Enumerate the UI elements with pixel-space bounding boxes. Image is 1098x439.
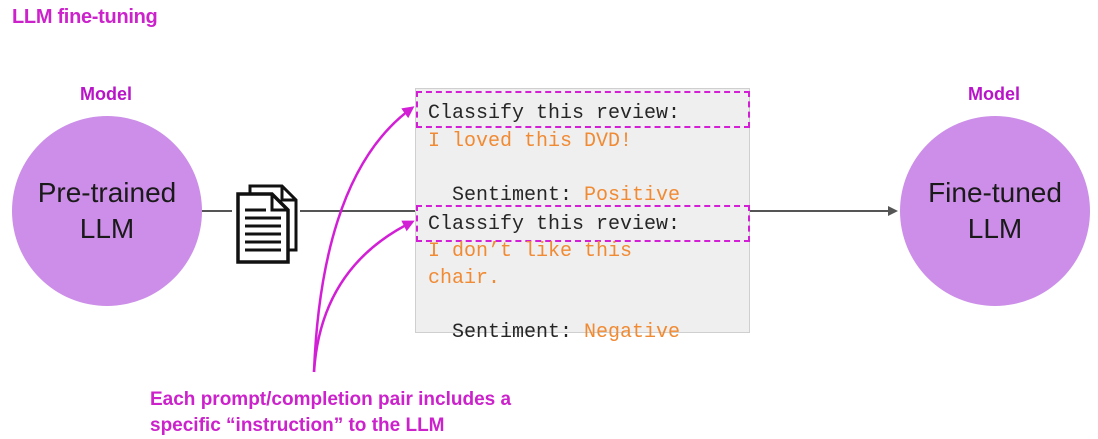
example-2-review-line-1: I don’t like this (428, 240, 633, 263)
example-1-review: I loved this DVD! (428, 130, 633, 153)
example-2-review-line-2: chair. (428, 267, 501, 290)
left-model-label: Model (80, 84, 132, 104)
finetuned-llm-circle: Fine-tuned LLM (900, 116, 1090, 306)
pretrained-llm-circle: Pre-trained LLM (12, 116, 202, 306)
pretrained-llm-label: Pre-trained LLM (37, 177, 177, 244)
instruction-highlight-2 (416, 205, 750, 242)
example-2-instruction: Classify this review: (428, 213, 681, 236)
example-2-sentiment-value: Negative (584, 321, 681, 344)
example-1-sentiment-prefix: Sentiment: (452, 184, 585, 207)
page-title: LLM fine-tuning (12, 6, 158, 28)
finetuned-llm-label: Fine-tuned LLM (928, 177, 1062, 244)
example-2-sentiment-row: Sentiment: Negative (428, 292, 680, 346)
right-model-label: Model (968, 84, 1020, 104)
example-1-instruction: Classify this review: (428, 102, 681, 125)
example-1-sentiment-value: Positive (584, 184, 681, 207)
documents-icon (236, 184, 298, 264)
instruction-caption: Each prompt/completion pair includes a s… (150, 389, 512, 436)
instruction-pointer-arrow-2 (312, 220, 415, 373)
instruction-pointer-arrow-1 (312, 106, 415, 373)
instruction-highlight-1 (416, 91, 750, 128)
example-2-sentiment-prefix: Sentiment: (452, 321, 585, 344)
example-1-sentiment-row: Sentiment: Positive (428, 155, 680, 209)
